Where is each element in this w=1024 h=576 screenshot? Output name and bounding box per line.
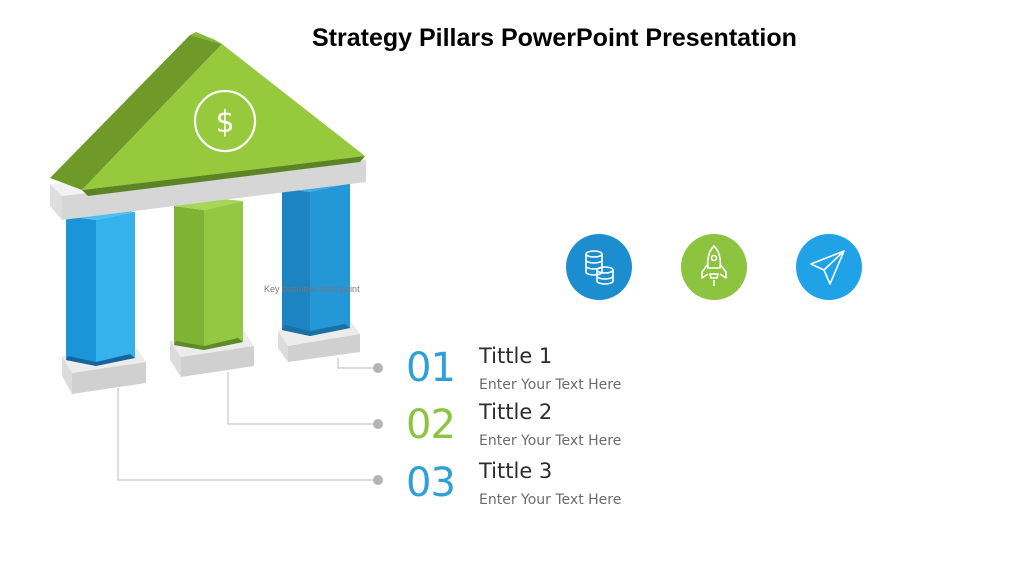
pillar-2-base-side [181,346,254,377]
pillar-3 [278,180,360,362]
connector-line-1 [337,358,378,369]
page-title: Strategy Pillars PowerPoint Presentation [312,24,797,52]
item-2-number: 02 [406,402,456,448]
pillar-2-side [174,206,204,350]
coins-icon-circle [566,234,632,300]
dollar-symbol: $ [215,105,234,140]
item-1-text: Enter Your Text Here [479,377,622,393]
paper-plane-icon [810,250,845,285]
pillar-3-side [282,188,310,336]
pillar-1 [62,208,146,394]
pillar-1-side [66,216,96,366]
roof-slab-front [50,184,62,220]
connector-dot-3 [373,475,383,485]
pillar-3-front [310,183,350,336]
roof-slab-side [62,160,366,220]
item-2-title: Tittle 2 [479,400,553,424]
pillar-1-shadow [66,354,135,366]
pillar-2-base-front [170,341,181,377]
connector-line-2 [227,372,378,425]
roof-dark-side [50,35,222,190]
dollar-icon: $ [193,89,257,153]
connector-line-3 [117,388,378,481]
connector-dot-2 [373,419,383,429]
connector-dot-1 [373,363,383,373]
roof-underside [82,156,365,196]
pillar-1-front [96,212,135,366]
pillar-2-front [204,201,243,350]
pillar-2-shadow [174,338,243,350]
item-3-text: Enter Your Text Here [479,492,622,508]
connector-dots [373,363,383,485]
roof [50,32,365,196]
rocket-icon-circle [681,234,747,300]
item-2-text: Enter Your Text Here [479,433,622,449]
paper-plane-icon-circle [796,234,862,300]
roof-top-edge [190,32,222,44]
pillar-1-base-side [72,362,146,394]
pillar-3-base-front [278,331,288,362]
item-1-number: 01 [406,345,456,391]
item-3-number: 03 [406,460,456,506]
item-1-title: Tittle 1 [479,344,553,368]
item-3-title: Tittle 3 [479,459,553,483]
pillar-3-base-side [288,334,360,362]
rocket-icon [701,245,727,286]
coins-icon [585,250,614,285]
pillar-2-top [174,198,243,210]
data-point-label: Key business data point [264,284,360,294]
pillar-1-base-front [62,356,72,394]
pillar-3-shadow [282,324,350,336]
pillar-2 [170,198,254,377]
connector-lines [117,358,378,481]
roof-face [82,44,365,190]
